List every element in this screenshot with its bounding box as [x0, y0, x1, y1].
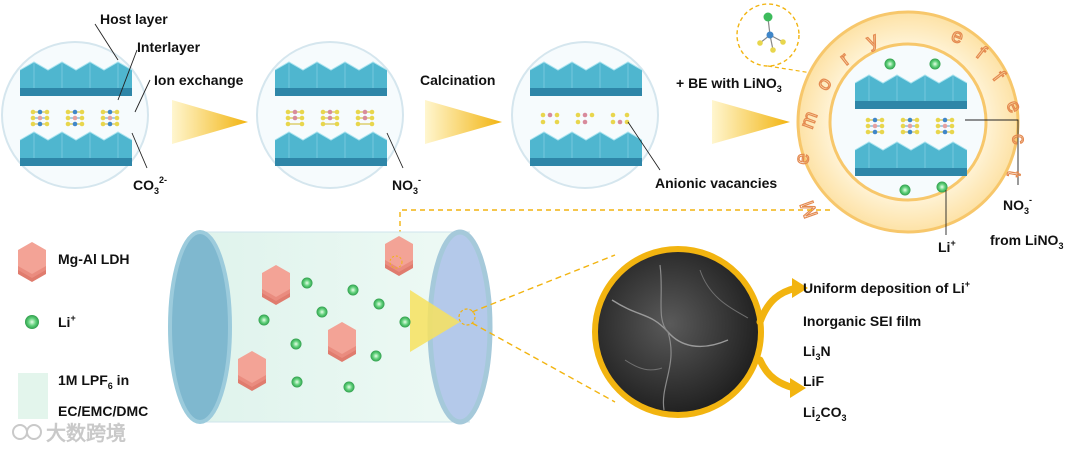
watermark-text: 大数跨境 — [46, 421, 126, 445]
sem-image — [592, 246, 764, 418]
li-label-right: Li+ — [938, 238, 956, 255]
legend-ldh-label: Mg-Al LDH — [58, 251, 130, 267]
uniform-deposition-label: Uniform deposition of Li+ — [803, 279, 970, 296]
stage-3-ldo-vacancies — [511, 41, 661, 189]
li-ion-1 — [301, 277, 313, 289]
li-ion-9 — [291, 376, 303, 388]
process-arrow-1 — [172, 100, 248, 144]
nitrate-molecule-callout — [736, 3, 881, 85]
inorganic-sei-label: Inorganic SEI film — [803, 313, 921, 329]
carbonate-label: CO32- — [133, 175, 167, 196]
stage-4-memory-effect — [796, 10, 1020, 235]
ldh-hexagon-icon — [18, 242, 46, 282]
result-arrow-down-head — [790, 378, 806, 398]
result-arrow-down — [756, 356, 798, 392]
li-ion-7 — [290, 338, 302, 350]
no3-label-right: NO3- — [1003, 195, 1032, 216]
electrolyte-swatch — [18, 373, 48, 419]
li3n-label: Li3N — [803, 343, 831, 362]
host-layer-label: Host layer — [100, 11, 168, 27]
lif-label: LiF — [803, 373, 824, 389]
pointer-lines-stage-1 — [94, 23, 151, 169]
li2co3-label: Li2CO3 — [803, 404, 846, 423]
zoom-line-lower — [471, 322, 616, 403]
li-ion-3 — [258, 314, 270, 326]
memory-letter-12: t — [1002, 169, 1025, 180]
ldh-particle-4 — [385, 236, 413, 276]
stage-2-ldh-nitrate — [256, 41, 404, 189]
li-ion-8 — [370, 350, 382, 362]
left-electrode — [168, 230, 232, 424]
ldh-particle-4-marker — [389, 255, 403, 269]
process-arrow-3 — [712, 100, 790, 144]
legend-electrolyte-line1: 1M LPF6 in — [58, 372, 129, 391]
deposition-beam — [410, 290, 460, 352]
ion-exchange-label: Ion exchange — [154, 72, 244, 88]
li-ion-4 — [316, 306, 328, 318]
li-ion-icon — [25, 315, 39, 329]
from-lino3-label: from LiNO3 — [990, 232, 1063, 251]
memory-letter-11: c — [1007, 133, 1030, 148]
interlayer-label: Interlayer — [137, 39, 201, 55]
li-ion-5 — [373, 298, 385, 310]
anionic-vacancies-label: Anionic vacancies — [655, 175, 777, 191]
result-arrow-up — [756, 284, 800, 326]
nitrate-label: NO3- — [392, 175, 421, 196]
watermark-logo-icon — [12, 424, 28, 440]
li-ion-2 — [347, 284, 359, 296]
process-arrow-2 — [425, 100, 502, 144]
zoom-spot — [458, 308, 476, 326]
legend: Mg-Al LDH Li+ 1M LPF6 in EC/EMC/DMC — [18, 242, 148, 419]
memory-letter-1: M — [796, 196, 823, 221]
watermark: 大数跨境 — [12, 421, 126, 445]
zoom-line-upper — [471, 254, 616, 313]
legend-li-label: Li+ — [58, 313, 76, 330]
ldh-particle-2 — [328, 322, 356, 362]
be-with-lino3-label: + BE with LiNO3 — [676, 75, 782, 94]
ldh-particle-3 — [238, 351, 266, 391]
legend-electrolyte-line2: EC/EMC/DMC — [58, 403, 148, 419]
ldh-particle-1 — [262, 265, 290, 305]
stage-1-ldh-carbonate — [1, 41, 149, 189]
calcination-label: Calcination — [420, 72, 495, 88]
electrolyte-cylinder — [168, 229, 493, 425]
li-ion-10 — [343, 381, 355, 393]
li-ion-6 — [399, 316, 411, 328]
result-arrow-up-head — [792, 278, 808, 298]
memory-letter-2: e — [791, 150, 814, 165]
